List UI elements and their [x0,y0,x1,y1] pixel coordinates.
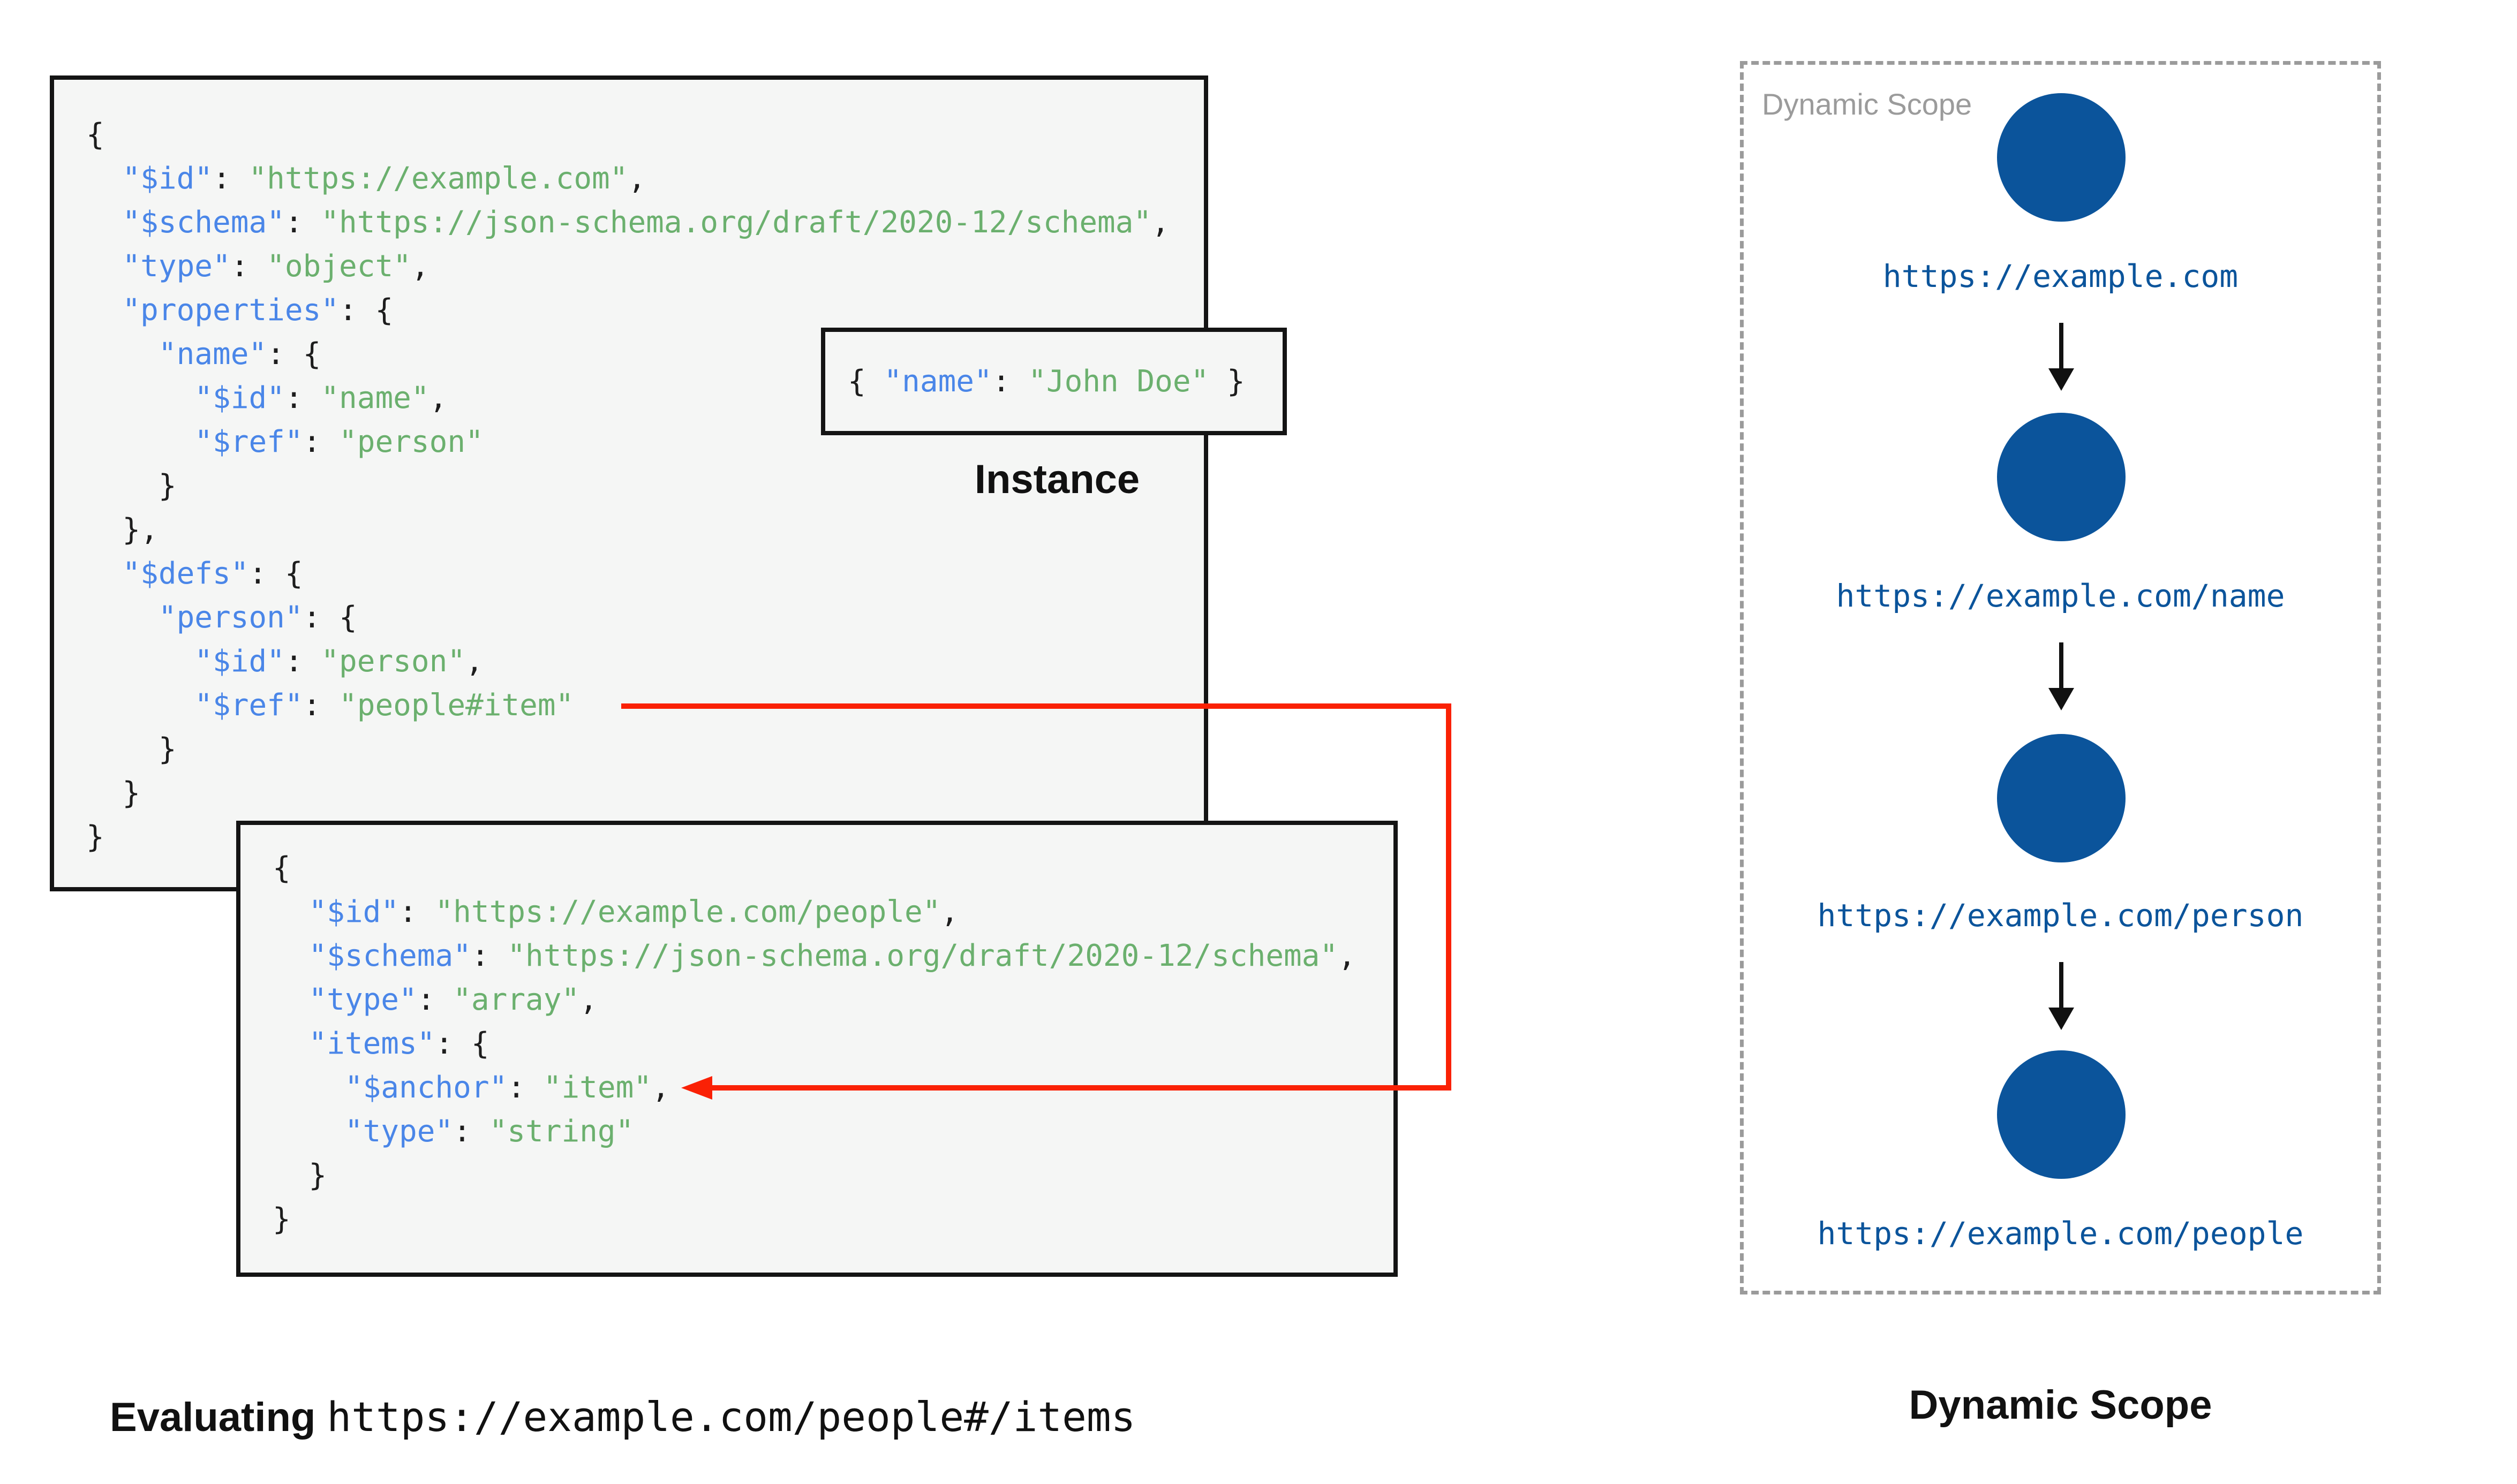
people-schema-code: { "$id": "https://example.com/people", "… [273,851,1356,1237]
evaluating-caption: Evaluating https://example.com/people#/i… [110,1388,1135,1447]
dynamic-scope-frame-label: Dynamic Scope [1762,87,1972,121]
down-arrow-stem-2 [2059,642,2063,688]
down-arrowhead-icon-2 [2048,688,2074,710]
evaluating-caption-prefix: Evaluating [110,1395,327,1440]
scope-node-uri-3: https://example.com/person [1817,897,2304,934]
scope-node-circle-4 [1997,1050,2126,1179]
scope-node-circle-1 [1997,93,2126,222]
dynamic-scope-frame [1740,61,2381,1294]
root-schema-code: { "$id": "https://example.com", "$schema… [86,117,1170,854]
scope-node-uri-2: https://example.com/name [1836,578,2285,614]
root-schema-box: { "$id": "https://example.com", "$schema… [50,75,1208,891]
scope-node-uri-1: https://example.com [1882,258,2239,294]
instance-label: Instance [974,457,1140,502]
ref-arrow-segment-top [621,703,1451,709]
down-arrowhead-icon-1 [2048,368,2074,391]
instance-code: { "name": "John Doe" } [848,364,1245,399]
down-arrow-stem-3 [2059,962,2063,1008]
instance-box: { "name": "John Doe" } [821,328,1287,435]
dynamic-scope-caption: Dynamic Scope [1909,1382,2212,1428]
ref-arrowhead-icon [681,1076,712,1100]
ref-arrow-segment-bottom [712,1085,1451,1091]
people-schema-box: { "$id": "https://example.com/people", "… [236,821,1398,1277]
down-arrow-stem-1 [2059,323,2063,368]
scope-node-circle-3 [1997,734,2126,862]
scope-node-circle-2 [1997,413,2126,541]
scope-node-uri-4: https://example.com/people [1817,1215,2304,1252]
ref-arrow-segment-vertical [1446,703,1451,1091]
down-arrowhead-icon-3 [2048,1008,2074,1030]
evaluating-caption-uri: https://example.com/people#/items [327,1393,1136,1441]
